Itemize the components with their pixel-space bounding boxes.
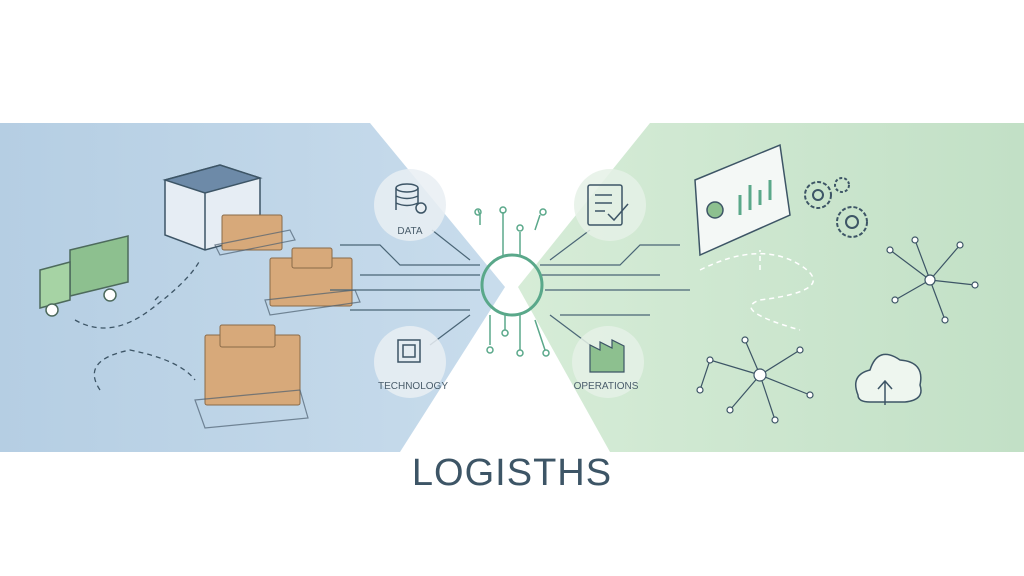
dashed-route — [74, 259, 201, 391]
clipboard-check-icon — [587, 184, 629, 226]
network-icon — [886, 236, 979, 324]
database-icon — [395, 183, 427, 214]
dashboard-icon — [694, 143, 791, 257]
factory-icon — [589, 339, 625, 373]
pallets — [194, 229, 361, 429]
operations-label: OPERATIONS — [574, 381, 639, 392]
page-title: LOGISTHS — [411, 452, 613, 494]
cloud-upload-icon — [855, 353, 922, 405]
data-label: DATA — [397, 226, 423, 237]
truck-icon — [39, 235, 129, 317]
circuit-lines — [330, 229, 690, 346]
gears-icon — [804, 177, 868, 238]
circuit-hub — [474, 206, 550, 357]
network-icon-2 — [696, 336, 814, 424]
chip-icon — [397, 339, 421, 363]
technology-node: TECHNOLOGY — [374, 326, 448, 398]
checklist-node — [574, 169, 646, 241]
technology-label: TECHNOLOGY — [378, 381, 448, 392]
dashed-route-right — [699, 250, 814, 331]
data-node: DATA — [374, 169, 446, 241]
operations-node: OPERATIONS — [572, 326, 644, 398]
boxes-icon — [204, 214, 353, 406]
